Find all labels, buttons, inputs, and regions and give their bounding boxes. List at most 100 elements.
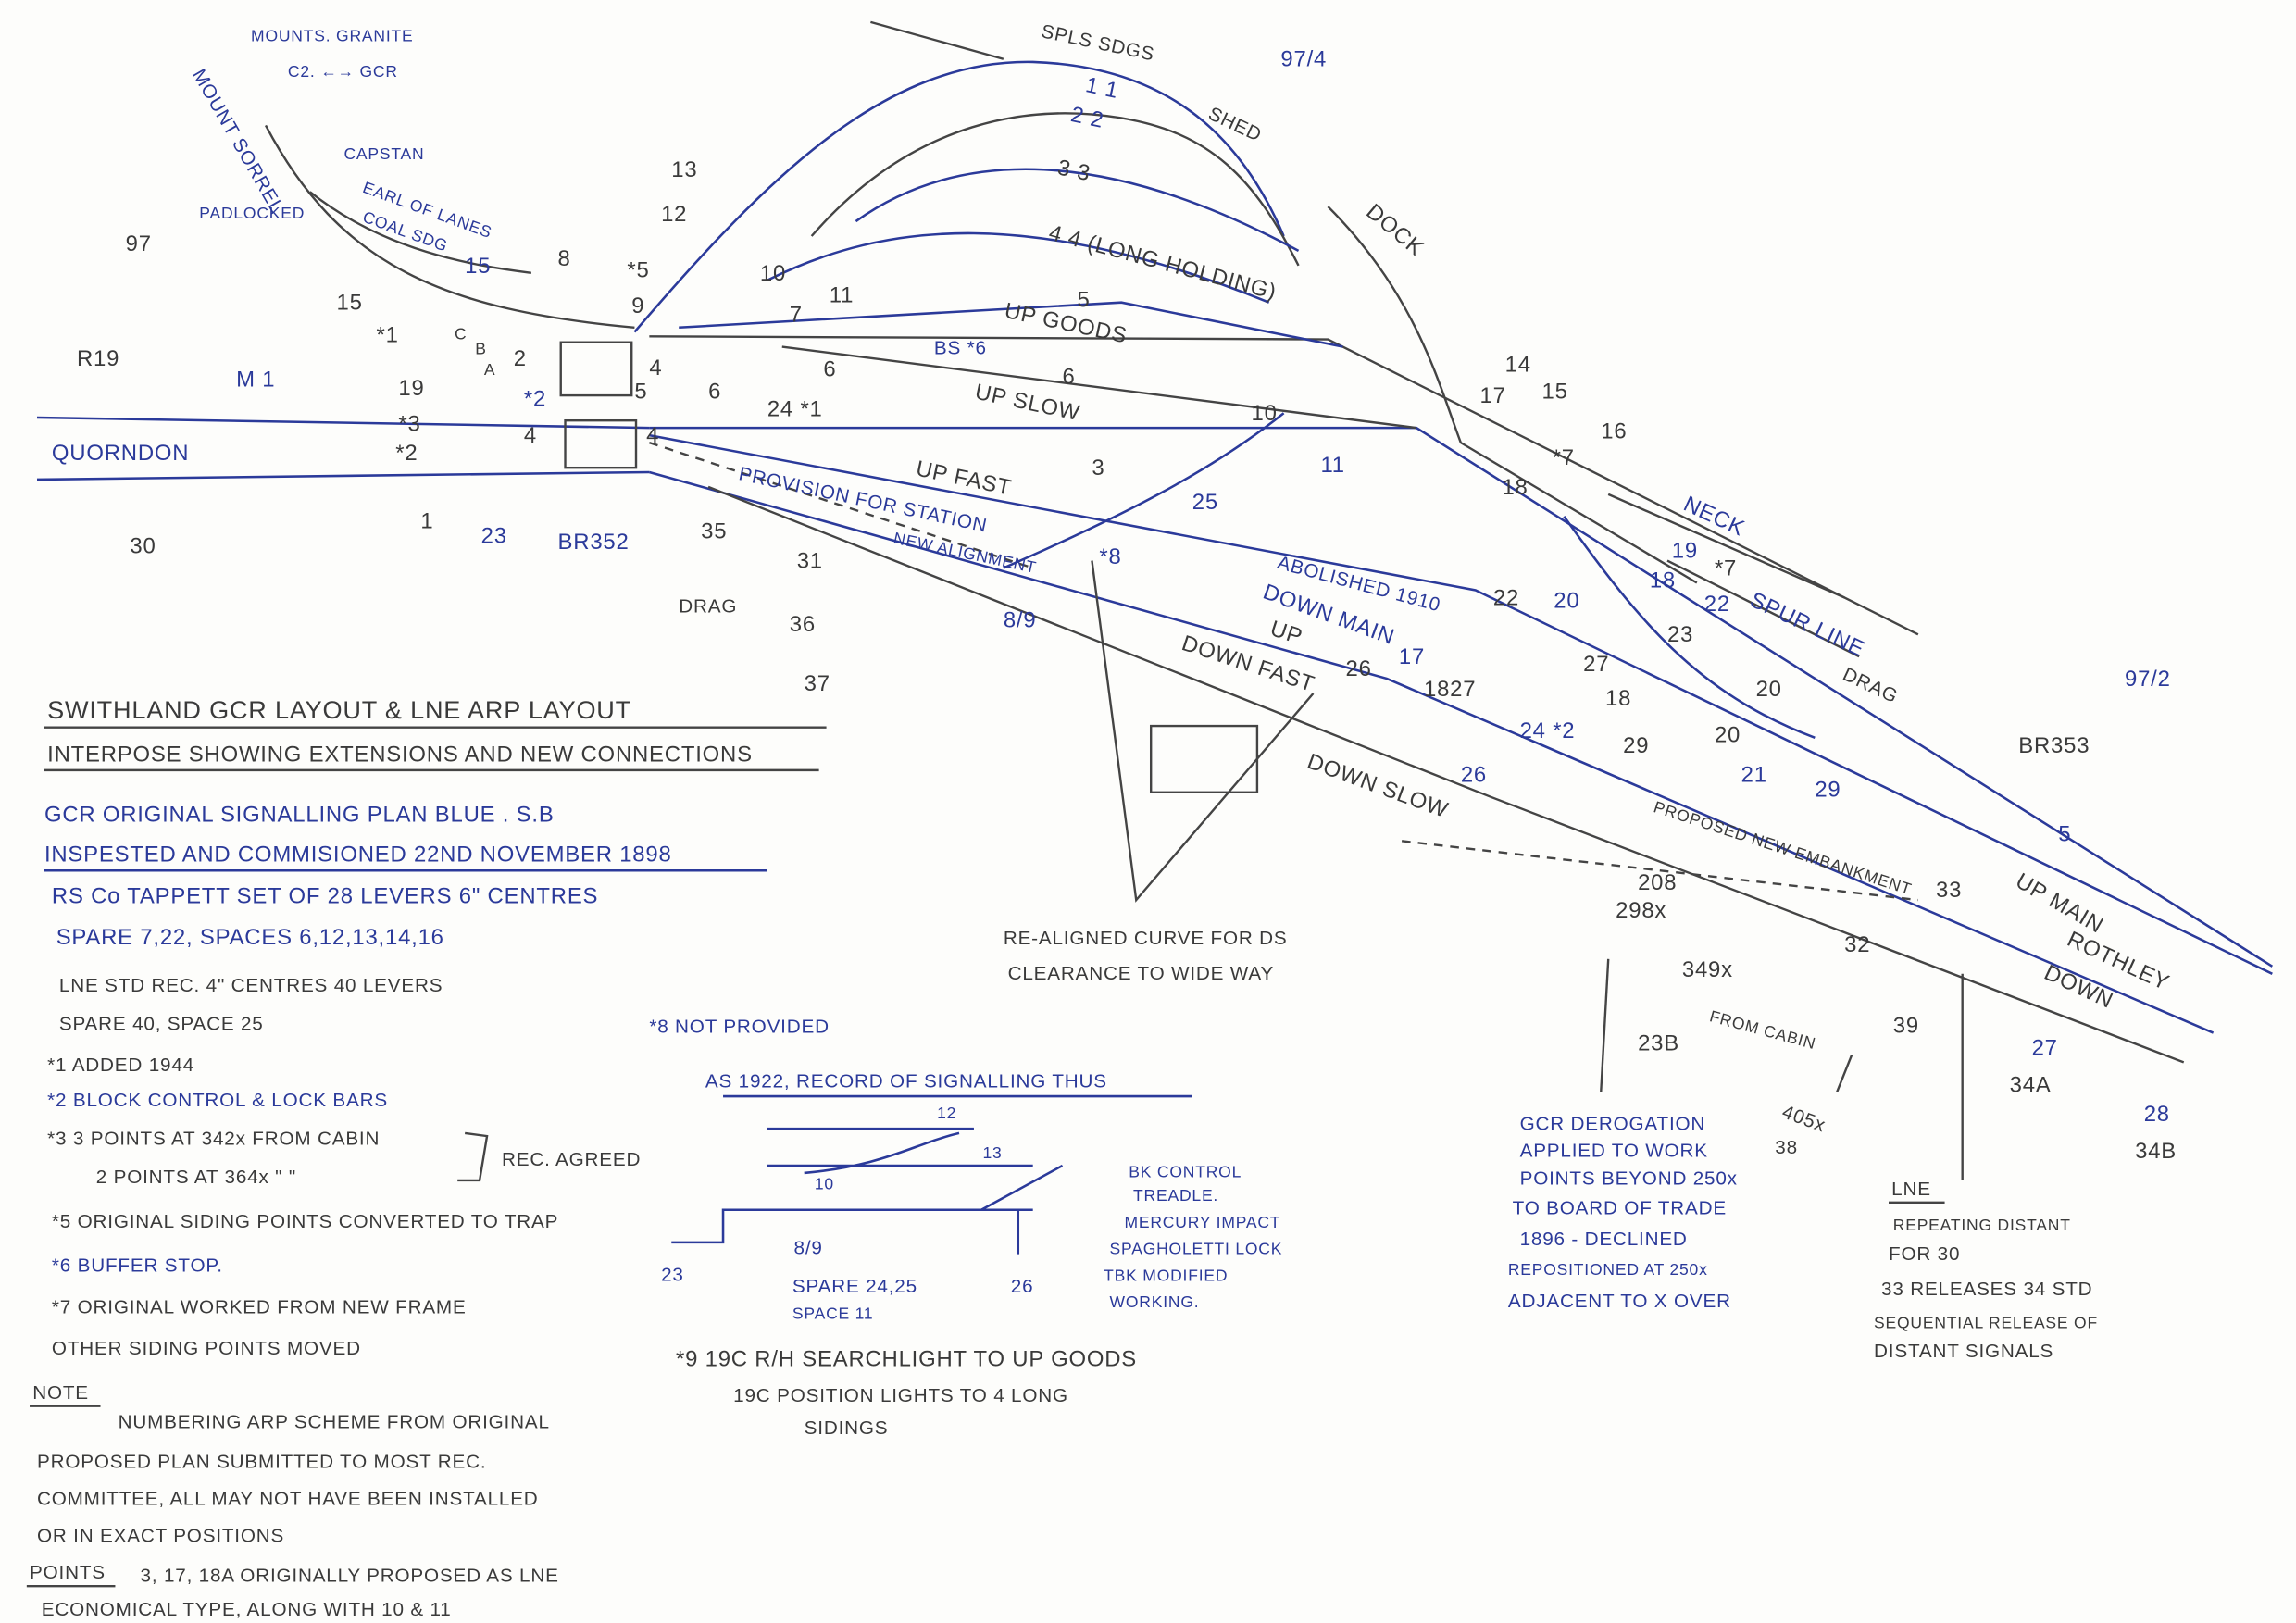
num: 18 xyxy=(1502,475,1528,500)
num: 97/4 xyxy=(1280,47,1327,72)
siding-1 xyxy=(633,60,1285,333)
note: GCR DEROGATION xyxy=(1520,1114,1706,1135)
crossover-20 xyxy=(1563,516,1816,740)
ext-arrow-1 xyxy=(1600,958,1610,1092)
inset-label: 23 xyxy=(661,1264,684,1285)
diagram-subtitle: INTERPOSE SHOWING EXTENSIONS AND NEW CON… xyxy=(47,742,753,767)
note: 1896 - DECLINED xyxy=(1520,1229,1688,1250)
num: 97 xyxy=(126,231,152,256)
note: WORKING. xyxy=(1110,1292,1200,1311)
track-down-slow xyxy=(707,485,2185,1064)
label-spls-sdgs: SPLS SDGS xyxy=(1040,20,1157,65)
num: 17 xyxy=(1480,383,1506,408)
note: *2 BLOCK CONTROL & LOCK BARS xyxy=(47,1090,388,1111)
note: SPARE 40, SPACE 25 xyxy=(59,1013,264,1034)
note: OR IN EXACT POSITIONS xyxy=(37,1525,284,1546)
label-dock: DOCK xyxy=(1361,199,1429,261)
inset-label: 26 xyxy=(1011,1276,1034,1297)
note: CLEARANCE TO WIDE WAY xyxy=(1008,963,1274,984)
num: *1 xyxy=(377,323,399,348)
note-heading: POINTS xyxy=(30,1562,106,1583)
note: 33 RELEASES 34 STD xyxy=(1881,1279,2092,1300)
track-down-fast xyxy=(649,470,2215,1034)
label-drag-left: DRAG xyxy=(679,595,737,617)
cabin-box xyxy=(1149,724,1259,793)
siding-2 xyxy=(810,112,1300,267)
num: 97/2 xyxy=(2125,667,2171,692)
num: R19 xyxy=(77,346,119,371)
num: 18 xyxy=(1605,686,1631,711)
inset-label: 12 xyxy=(937,1104,956,1122)
note: 2 POINTS AT 364x " " xyxy=(96,1167,296,1188)
capstan: CAPSTAN xyxy=(343,144,424,163)
crossover-10 xyxy=(1003,412,1285,569)
dock-road xyxy=(1327,206,1698,584)
num: 6 xyxy=(823,356,836,381)
label-new-alignment: NEW ALIGNMENT xyxy=(892,529,1038,577)
notes-left: SWITHLAND GCR LAYOUT & LNE ARP LAYOUT IN… xyxy=(26,695,827,1620)
note-heading: NOTE xyxy=(32,1382,89,1404)
note: LNE STD REC. 4" CENTRES 40 LEVERS xyxy=(59,975,443,996)
note: NUMBERING ARP SCHEME FROM ORIGINAL xyxy=(119,1412,550,1433)
num: 39 xyxy=(1893,1014,1919,1039)
label-down-slow: DOWN SLOW xyxy=(1304,749,1451,823)
num: 5 xyxy=(1078,287,1091,312)
num: 36 xyxy=(790,612,816,637)
note: RS Co TAPPETT SET OF 28 LEVERS 6" CENTRE… xyxy=(52,883,598,908)
num: 3 3 xyxy=(1055,156,1092,187)
num: 29 xyxy=(1815,778,1841,803)
note: BK CONTROL xyxy=(1129,1163,1242,1181)
num: 11 xyxy=(1320,453,1344,478)
num: *2 xyxy=(524,386,546,411)
track-up-slow xyxy=(649,426,2274,968)
note: SPARE 7,22, SPACES 6,12,13,14,16 xyxy=(56,925,444,950)
note: GCR ORIGINAL SIGNALLING PLAN BLUE . S.B xyxy=(44,803,555,828)
num: 349x xyxy=(1682,957,1733,982)
spur-line xyxy=(1666,559,1860,658)
siding-4 xyxy=(767,231,1270,304)
num: 2 2 xyxy=(1068,102,1105,133)
note: SIDINGS xyxy=(805,1417,889,1439)
num: 1 xyxy=(420,509,433,534)
num: M 1 xyxy=(236,368,275,393)
num: 298x xyxy=(1616,898,1666,923)
num: 5 xyxy=(2058,821,2071,846)
place-mount-sorrel: MOUNT SORREL xyxy=(188,66,288,218)
num: 16 xyxy=(1601,418,1627,443)
label-up: UP xyxy=(1267,616,1305,649)
track-layout xyxy=(36,20,2274,1255)
note: COMMITTEE, ALL MAY NOT HAVE BEEN INSTALL… xyxy=(37,1489,539,1510)
note: ADJACENT TO X OVER xyxy=(1508,1291,1731,1312)
num: 21 xyxy=(1741,763,1767,788)
num: 35 xyxy=(701,519,727,544)
siding-5 xyxy=(679,301,1343,348)
num: 10 xyxy=(760,261,786,286)
note: INSPESTED AND COMMISIONED 22ND NOVEMBER … xyxy=(44,843,672,868)
note: MERCURY IMPACT xyxy=(1125,1213,1281,1231)
num: *7 xyxy=(1553,445,1575,470)
num: 4 xyxy=(649,356,662,381)
label-bs6: BS *6 xyxy=(934,337,987,358)
mounts-granite: MOUNTS. GRANITE xyxy=(251,27,413,45)
note: 3, 17, 18A ORIGINALLY PROPOSED AS LNE xyxy=(141,1565,559,1586)
num: 23 xyxy=(481,523,507,548)
num: BR353 xyxy=(2018,733,2090,758)
note: *3 3 POINTS AT 342x FROM CABIN xyxy=(47,1129,380,1150)
num: 26 xyxy=(1461,763,1487,788)
track-up-fast xyxy=(649,433,2273,975)
top-fence xyxy=(870,20,1004,60)
num: 19 xyxy=(1672,538,1698,563)
bridge-box-upper xyxy=(559,341,633,397)
num: 22 xyxy=(1704,592,1730,617)
note: REC. AGREED xyxy=(502,1149,641,1170)
num: 15 xyxy=(337,291,363,316)
inset-label: SPARE 24,25 xyxy=(792,1276,917,1297)
num: 6 xyxy=(708,379,721,404)
num: 22 xyxy=(1493,585,1519,610)
num: 1827 xyxy=(1424,677,1476,702)
label-shed: SHED xyxy=(1205,103,1266,146)
num: 37 xyxy=(805,671,830,696)
num: 24 *2 xyxy=(1520,718,1576,743)
ext-arrow-3 xyxy=(1836,1055,1853,1092)
